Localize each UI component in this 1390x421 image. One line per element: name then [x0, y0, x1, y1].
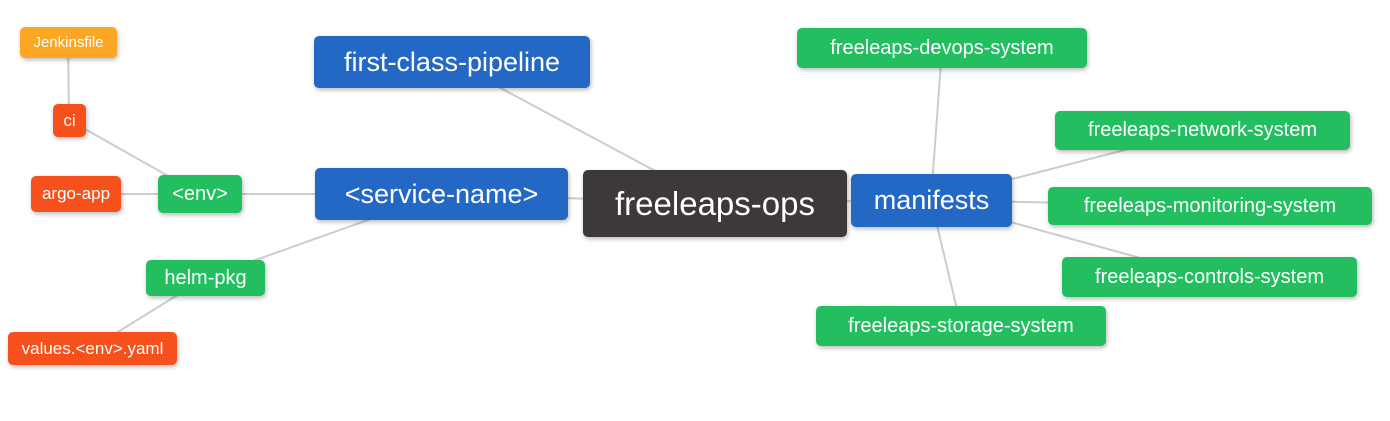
node-values-env-yaml[interactable]: values.<env>.yaml: [8, 332, 177, 365]
node-freeleaps-controls-system[interactable]: freeleaps-controls-system: [1062, 257, 1357, 297]
node-freeleaps-network-system[interactable]: freeleaps-network-system: [1055, 111, 1350, 150]
node-freeleaps-devops-system[interactable]: freeleaps-devops-system: [797, 28, 1087, 68]
node-ci[interactable]: ci: [53, 104, 86, 137]
node-manifests[interactable]: manifests: [851, 174, 1012, 227]
node-freeleaps-storage-system[interactable]: freeleaps-storage-system: [816, 306, 1106, 346]
node-env[interactable]: <env>: [158, 175, 242, 213]
node-service-name[interactable]: <service-name>: [315, 168, 568, 220]
node-freeleaps-monitoring-system[interactable]: freeleaps-monitoring-system: [1048, 187, 1372, 225]
node-jenkinsfile[interactable]: Jenkinsfile: [20, 27, 117, 58]
node-first-class-pipeline[interactable]: first-class-pipeline: [314, 36, 590, 88]
node-argo-app[interactable]: argo-app: [31, 176, 121, 212]
node-helm-pkg[interactable]: helm-pkg: [146, 260, 265, 296]
node-freeleaps-ops[interactable]: freeleaps-ops: [583, 170, 847, 237]
